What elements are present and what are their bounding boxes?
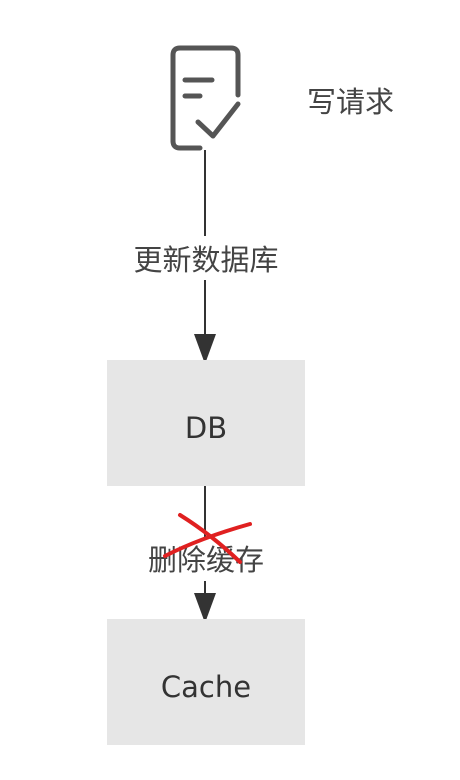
- db-node-label: DB: [185, 411, 227, 445]
- arrow-to-cache: [194, 593, 216, 623]
- document-check-icon: [170, 45, 241, 151]
- cache-node[interactable]: [107, 619, 305, 745]
- step-label-delete-cache: 删除缓存: [148, 543, 264, 577]
- crossed-out-mark: [163, 513, 252, 564]
- step-label-update-db: 更新数据库: [133, 243, 278, 277]
- arrow-to-db: [194, 334, 216, 364]
- cache-node-label: Cache: [161, 670, 251, 704]
- request-label: 写请求: [307, 85, 394, 119]
- db-node[interactable]: [107, 360, 305, 486]
